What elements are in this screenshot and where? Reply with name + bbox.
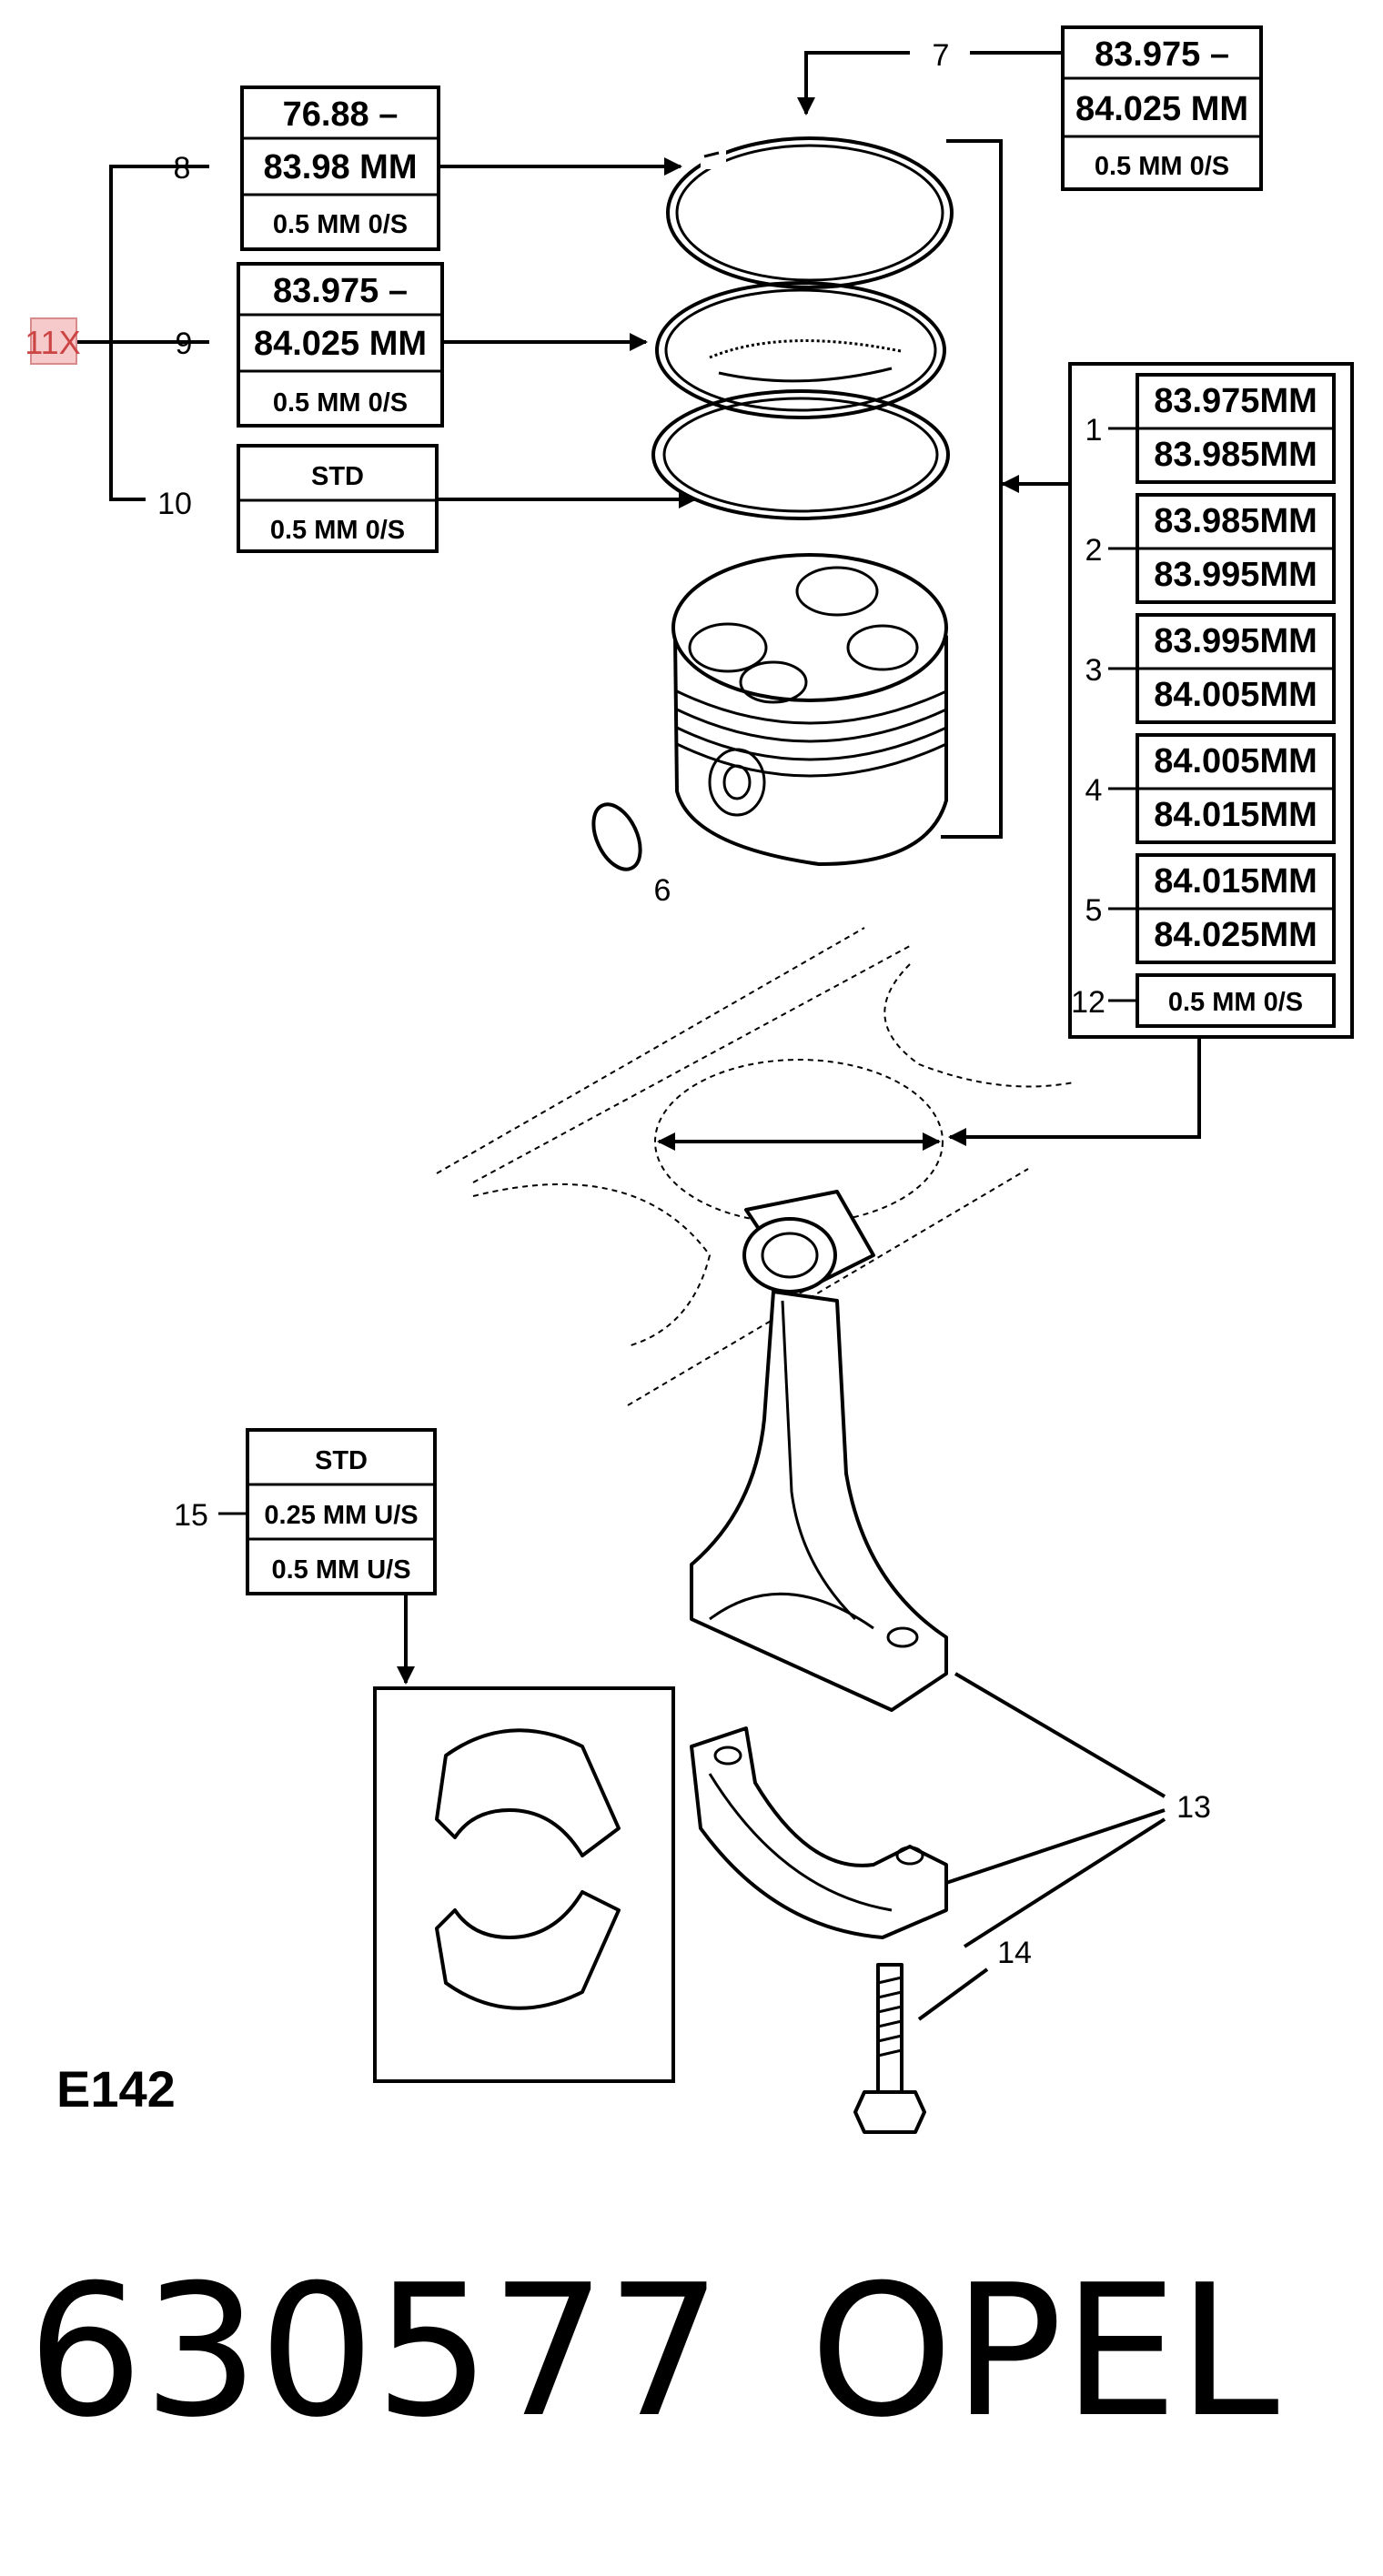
grade-3-max: 84.005MM (1154, 676, 1317, 714)
bearing-cap (690, 1726, 948, 1939)
piston-assembly-bracket (941, 139, 1003, 839)
leader-13a (954, 1672, 1166, 1798)
ring-9-spec-line2: 84.025 MM (254, 325, 427, 363)
callout-4: 4 (1085, 773, 1103, 808)
ring-7-spec-line1: 83.975 – (1095, 35, 1229, 74)
grade-4-max: 84.015MM (1154, 796, 1317, 834)
brand-name: OPEL (810, 2246, 1279, 2458)
bore-leader (948, 1037, 1201, 1146)
ring-8-spec-line2: 83.98 MM (264, 148, 418, 186)
bearing-15-spec-line1: STD (315, 1446, 368, 1475)
leader-13b (945, 1808, 1166, 1885)
piston-ring-10 (651, 389, 950, 520)
callout-3: 3 (1085, 653, 1103, 688)
callout-12: 12 (1071, 985, 1105, 1020)
piston-grade-table: 83.975MM 83.985MM 83.985MM 83.995MM 83.9… (1068, 362, 1354, 1039)
callout-8: 8 (174, 151, 191, 186)
ring-8-spec-line1: 76.88 – (283, 96, 399, 134)
grade-1-max: 83.985MM (1154, 436, 1317, 474)
multiplier-11x: 11X (25, 324, 80, 361)
ring-9-spec-line3: 0.5 MM 0/S (273, 388, 408, 418)
grade-5-min: 84.015MM (1154, 862, 1317, 901)
diagram-code: E142 (56, 2060, 176, 2118)
cylinder-block (436, 927, 1075, 1406)
ring-8-spec-box: 76.88 – 83.98 MM 0.5 MM 0/S (240, 86, 440, 251)
grade-2-min: 83.985MM (1154, 502, 1317, 540)
piston-ring-7 (666, 136, 954, 289)
ring-7-spec-line3: 0.5 MM 0/S (1095, 152, 1229, 181)
ring-10-spec-line2: 0.5 MM 0/S (270, 516, 405, 545)
ring-7-spec-line2: 84.025 MM (1075, 90, 1248, 128)
grade-3-min: 83.995MM (1154, 622, 1317, 660)
leader-13c (963, 1817, 1166, 1948)
bearing-15-spec-line3: 0.5 MM U/S (271, 1555, 410, 1585)
callout-5: 5 (1085, 893, 1103, 928)
connecting-rod-bolt (853, 1963, 926, 2134)
callout-7: 7 (933, 38, 950, 73)
grade-5-max: 84.025MM (1154, 916, 1317, 954)
connecting-rod (690, 1190, 948, 1712)
grade-2-max: 83.995MM (1154, 556, 1317, 594)
callout-13: 13 (1176, 1790, 1211, 1825)
piston (671, 553, 948, 866)
ring-set-bracket (109, 165, 209, 501)
ring-9-spec-line1: 83.975 – (273, 272, 408, 310)
bearing-15-spec-line2: 0.25 MM U/S (264, 1501, 418, 1530)
callout-6: 6 (654, 873, 671, 908)
circlip (591, 802, 642, 871)
bearing-15-spec-box: STD 0.25 MM U/S 0.5 MM U/S (246, 1428, 437, 1595)
callout-1: 1 (1085, 413, 1103, 448)
ring-7-spec-box: 83.975 – 84.025 MM 0.5 MM 0/S (1061, 25, 1263, 191)
grade-12-oversize: 0.5 MM 0/S (1168, 988, 1303, 1017)
multiplier-highlight (30, 317, 77, 365)
grade-4-min: 84.005MM (1154, 742, 1317, 780)
ring-10-spec-box: STD 0.5 MM 0/S (237, 444, 439, 553)
ring-9-spec-box: 83.975 – 84.025 MM 0.5 MM 0/S (237, 262, 444, 428)
grade-1-min: 83.975MM (1154, 382, 1317, 420)
callout-10: 10 (157, 487, 192, 521)
ring-10-spec-line1: STD (311, 462, 364, 491)
callout-2: 2 (1085, 533, 1103, 568)
leader-14 (917, 1967, 989, 2021)
arrow-7 (797, 51, 910, 116)
callout-14: 14 (997, 1936, 1032, 1970)
callout-15: 15 (174, 1498, 208, 1533)
ring-8-spec-line3: 0.5 MM 0/S (273, 210, 408, 239)
part-number: 630577 (27, 2246, 722, 2458)
callout-9: 9 (176, 327, 193, 361)
bearing-shells (373, 1686, 675, 2083)
piston-ring-9 (655, 281, 946, 419)
